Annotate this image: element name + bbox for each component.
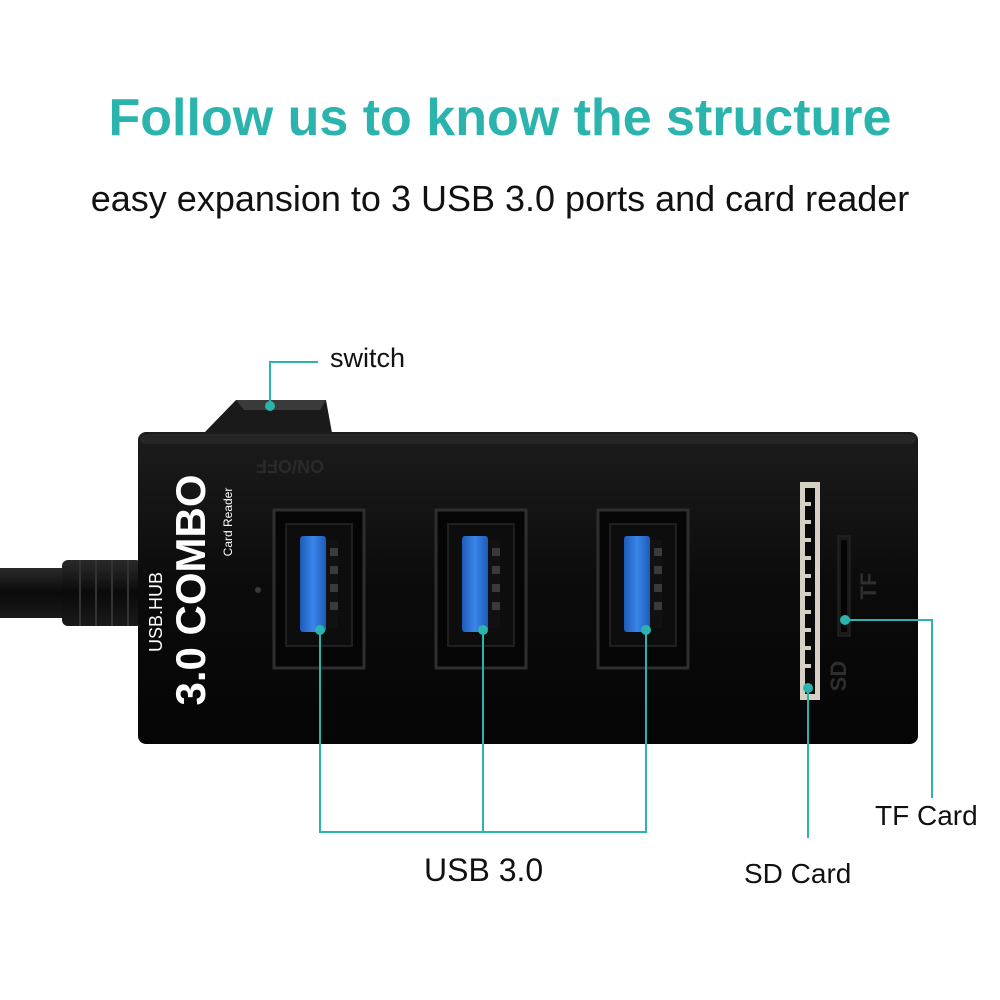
brand-line-3: Card Reader: [221, 488, 235, 557]
callout-sd-label: SD Card: [744, 858, 852, 889]
brand-line-1: USB.HUB: [146, 572, 166, 652]
page-title: Follow us to know the structure: [108, 89, 892, 147]
callout-usb-label: USB 3.0: [424, 852, 544, 888]
indicator-led: [255, 587, 261, 593]
usb-port-3[interactable]: [596, 508, 690, 670]
callout-lines: [265, 361, 933, 838]
tf-card-slot[interactable]: [837, 535, 851, 637]
sd-slot-marking: SD: [826, 661, 851, 692]
page-subtitle: easy expansion to 3 USB 3.0 ports and ca…: [90, 178, 910, 219]
usb-cable: [0, 560, 142, 626]
usb-port-2[interactable]: [434, 508, 528, 670]
tf-slot-marking: TF: [856, 573, 881, 600]
switch-marking: ON/OFF: [256, 456, 324, 476]
power-switch[interactable]: [204, 400, 332, 433]
callout-tf-label: TF Card: [875, 800, 978, 831]
sd-card-slot[interactable]: [800, 482, 820, 700]
callout-switch-label: switch: [330, 343, 406, 373]
brand-logo: USB.HUB 3.0 COMBO Card Reader: [146, 474, 235, 705]
brand-line-2: 3.0 COMBO: [167, 474, 214, 705]
